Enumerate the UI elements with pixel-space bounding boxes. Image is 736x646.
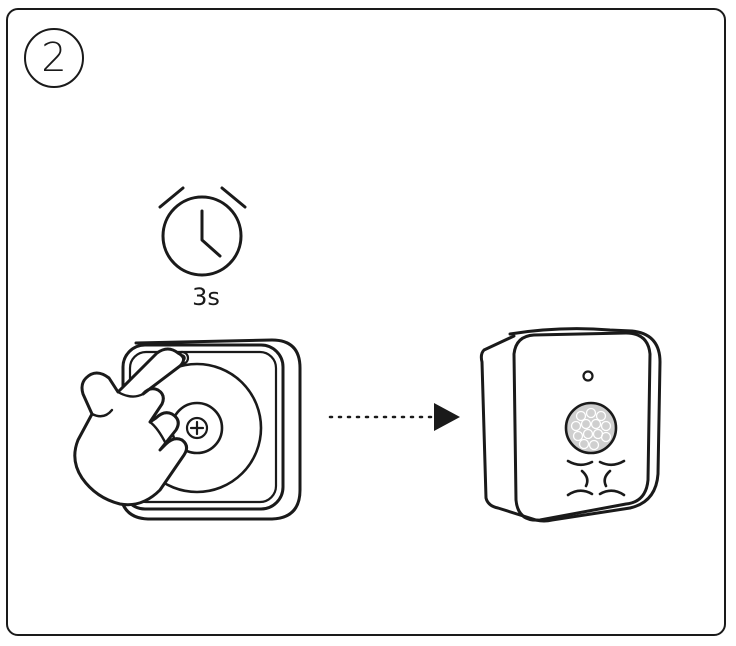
motion-sensor-icon	[479, 327, 662, 523]
step-number-badge: 2	[24, 28, 84, 88]
dotted-arrow-right-icon	[328, 403, 460, 431]
duration-label: 3s	[192, 283, 220, 311]
instruction-panel	[6, 8, 726, 636]
hand-icon	[73, 347, 189, 507]
pir-lens-icon	[564, 401, 618, 455]
alarm-clock-icon	[158, 186, 247, 277]
step-number: 2	[41, 35, 67, 81]
